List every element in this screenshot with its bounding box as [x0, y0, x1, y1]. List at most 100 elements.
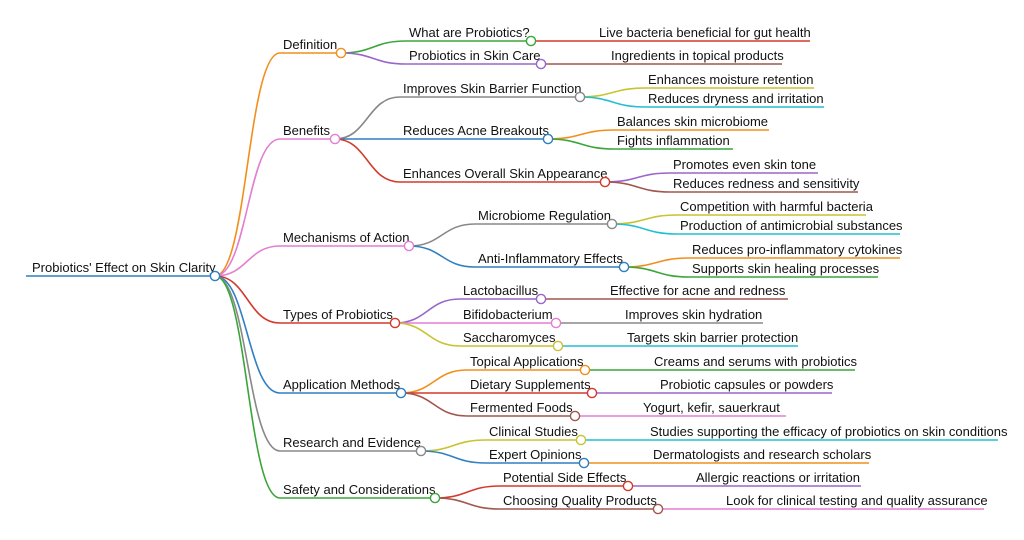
- branch-node-dot[interactable]: [389, 317, 401, 329]
- leaf-label[interactable]: Supports skin healing processes: [692, 261, 880, 276]
- branch-link: [214, 275, 281, 452]
- leaf-label[interactable]: Fights inflammation: [617, 133, 730, 148]
- leaf-label[interactable]: Reduces pro-inflammatory cytokines: [692, 242, 903, 257]
- leaf-link: [611, 223, 678, 235]
- sub-label[interactable]: Lactobacillus: [463, 283, 539, 298]
- branch-node-dot[interactable]: [335, 47, 347, 59]
- sub-node-dot[interactable]: [652, 503, 664, 515]
- sub-node-dot[interactable]: [618, 261, 630, 273]
- sub-label[interactable]: Improves Skin Barrier Function: [403, 81, 581, 96]
- branch-label[interactable]: Research and Evidence: [283, 435, 421, 450]
- mind-map-nodes: Probiotics' Effect on Skin Clarity Defin…: [32, 25, 1008, 515]
- sub-label[interactable]: Reduces Acne Breakouts: [403, 123, 549, 138]
- branch-node-dot[interactable]: [395, 387, 407, 399]
- leaf-label[interactable]: Reduces redness and sensitivity: [673, 176, 860, 191]
- branch-link: [214, 275, 281, 324]
- branch-node-dot[interactable]: [415, 445, 427, 457]
- leaf-link: [623, 266, 690, 278]
- sub-node-dot[interactable]: [535, 58, 547, 70]
- branch-node-dot[interactable]: [403, 240, 415, 252]
- leaf-link: [611, 214, 678, 225]
- leaf-label[interactable]: Studies supporting the efficacy of probi…: [650, 424, 1008, 439]
- branch-label[interactable]: Types of Probiotics: [283, 307, 393, 322]
- sub-label[interactable]: Fermented Foods: [470, 400, 573, 415]
- leaf-label[interactable]: Targets skin barrier protection: [627, 330, 798, 345]
- branch-node-dot[interactable]: [329, 133, 341, 145]
- sub-label[interactable]: Enhances Overall Skin Appearance: [403, 166, 608, 181]
- sub-link: [400, 369, 468, 394]
- sub-node-dot[interactable]: [535, 293, 547, 305]
- leaf-label[interactable]: Balances skin microbiome: [617, 114, 768, 129]
- sub-node-dot[interactable]: [606, 218, 618, 230]
- leaf-label[interactable]: Yogurt, kefir, sauerkraut: [643, 400, 780, 415]
- sub-label[interactable]: Potential Side Effects: [503, 470, 627, 485]
- branch-link: [214, 245, 281, 277]
- sub-label[interactable]: Dietary Supplements: [470, 377, 591, 392]
- sub-node-dot[interactable]: [622, 480, 634, 492]
- sub-label[interactable]: Expert Opinions: [489, 447, 582, 462]
- sub-label[interactable]: Bifidobacterium: [463, 307, 553, 322]
- sub-node-dot[interactable]: [550, 317, 562, 329]
- sub-node-dot[interactable]: [552, 340, 564, 352]
- sub-link: [408, 223, 476, 247]
- sub-label[interactable]: Clinical Studies: [489, 424, 578, 439]
- leaf-label[interactable]: Ingredients in topical products: [611, 48, 784, 63]
- leaf-label[interactable]: Competition with harmful bacteria: [680, 199, 874, 214]
- leaf-label[interactable]: Probiotic capsules or powders: [660, 377, 834, 392]
- sub-link: [408, 245, 476, 268]
- branch-label[interactable]: Application Methods: [283, 377, 401, 392]
- leaf-label[interactable]: Promotes even skin tone: [673, 157, 816, 172]
- leaf-label[interactable]: Reduces dryness and irritation: [648, 91, 824, 106]
- sub-label[interactable]: Topical Applications: [470, 354, 584, 369]
- sub-link: [394, 298, 461, 324]
- branch-node-dot[interactable]: [429, 492, 441, 504]
- sub-link: [434, 485, 501, 499]
- sub-node-dot[interactable]: [542, 133, 554, 145]
- sub-label[interactable]: Microbiome Regulation: [478, 208, 611, 223]
- branch-label[interactable]: Safety and Considerations: [283, 482, 436, 497]
- branch-label[interactable]: Mechanisms of Action: [283, 230, 409, 245]
- branch-link: [214, 52, 281, 277]
- leaf-label[interactable]: Effective for acne and redness: [610, 283, 786, 298]
- sub-link: [434, 497, 501, 510]
- sub-label[interactable]: Anti-Inflammatory Effects: [478, 251, 623, 266]
- sub-node-dot[interactable]: [586, 387, 598, 399]
- leaf-label[interactable]: Creams and serums with probiotics: [654, 354, 858, 369]
- branch-link: [214, 275, 281, 499]
- sub-node-dot[interactable]: [575, 434, 587, 446]
- sub-label[interactable]: Saccharomyces: [463, 330, 556, 345]
- sub-label[interactable]: Probiotics in Skin Care: [409, 48, 541, 63]
- leaf-link: [604, 181, 671, 193]
- branch-label[interactable]: Definition: [283, 37, 337, 52]
- leaf-link: [579, 87, 646, 98]
- leaf-link: [623, 257, 690, 268]
- leaf-label[interactable]: Live bacteria beneficial for gut health: [599, 25, 811, 40]
- leaf-label[interactable]: Improves skin hydration: [625, 307, 762, 322]
- sub-node-dot[interactable]: [569, 410, 581, 422]
- leaf-label[interactable]: Look for clinical testing and quality as…: [726, 493, 988, 508]
- leaf-label[interactable]: Dermatologists and research scholars: [653, 447, 872, 462]
- sub-node-dot[interactable]: [579, 364, 591, 376]
- root-node-dot[interactable]: [209, 270, 221, 282]
- leaf-label[interactable]: Enhances moisture retention: [648, 72, 813, 87]
- leaf-link: [547, 129, 615, 140]
- sub-link: [334, 138, 401, 183]
- sub-label[interactable]: Choosing Quality Products: [503, 493, 657, 508]
- branch-link: [214, 275, 281, 394]
- branch-label[interactable]: Benefits: [283, 123, 330, 138]
- sub-label[interactable]: What are Probiotics?: [409, 25, 530, 40]
- sub-link: [334, 96, 401, 140]
- sub-node-dot[interactable]: [525, 35, 537, 47]
- sub-link: [420, 439, 487, 452]
- leaf-label[interactable]: Production of antimicrobial substances: [680, 218, 903, 233]
- root-label[interactable]: Probiotics' Effect on Skin Clarity: [32, 260, 216, 275]
- sub-node-dot[interactable]: [578, 457, 590, 469]
- sub-node-dot[interactable]: [574, 91, 586, 103]
- leaf-link: [547, 138, 615, 150]
- leaf-label[interactable]: Allergic reactions or irritation: [696, 470, 860, 485]
- sub-link: [340, 52, 407, 65]
- sub-link: [394, 322, 461, 347]
- sub-node-dot[interactable]: [599, 176, 611, 188]
- leaf-link: [579, 96, 646, 108]
